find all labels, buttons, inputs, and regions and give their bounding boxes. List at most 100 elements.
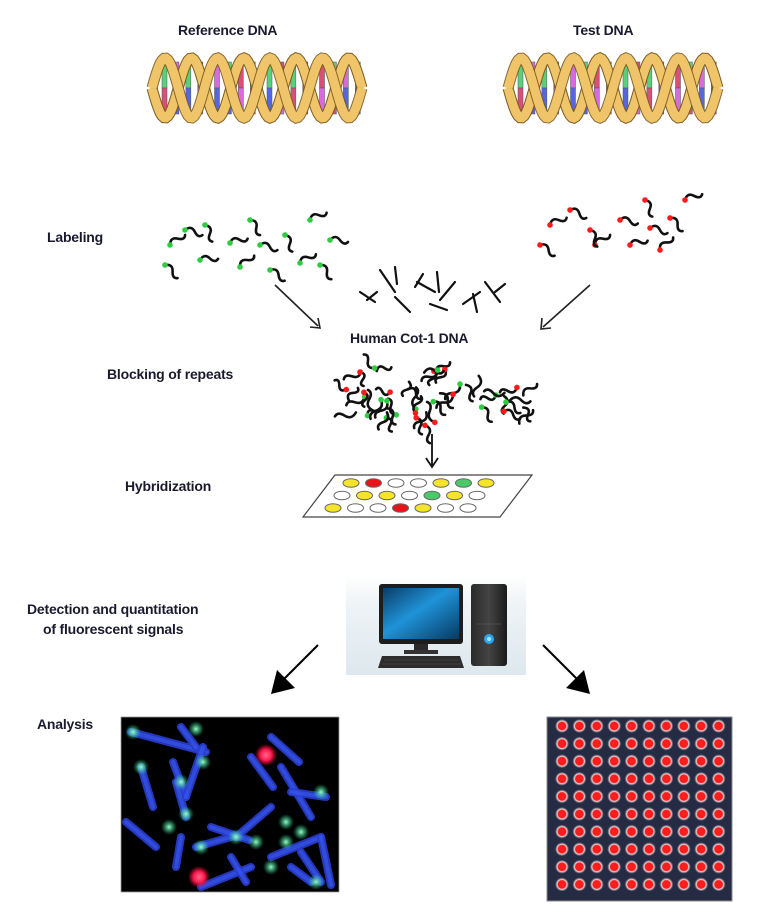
chromosome-core xyxy=(124,820,158,849)
dna-fragment xyxy=(482,388,506,398)
microarray-spot xyxy=(572,754,587,769)
dna-fragment xyxy=(346,386,360,402)
helix-backbone xyxy=(503,53,723,123)
cot1-fragment xyxy=(393,295,412,314)
fluorescent-label xyxy=(267,267,273,273)
array-spot-white xyxy=(333,490,351,501)
dna-fragment xyxy=(227,236,249,246)
fluorescent-label xyxy=(378,396,384,403)
cot1-fragment xyxy=(365,290,379,302)
green-signal xyxy=(248,834,264,850)
fragment-strand xyxy=(434,368,448,384)
fragment-strand xyxy=(479,393,498,402)
dna-fragment xyxy=(307,211,328,223)
microarray-spot xyxy=(572,771,587,786)
microarray-spot xyxy=(694,859,709,874)
fragment-strand xyxy=(407,386,423,401)
dna-fragment xyxy=(537,242,556,258)
fragment-strand xyxy=(198,254,220,263)
fragment-strand xyxy=(431,400,447,417)
fluorescent-label xyxy=(501,408,507,415)
fluorescent-label xyxy=(384,398,390,404)
fragment-strand xyxy=(471,374,483,398)
fragment-strand xyxy=(376,411,390,431)
arrow-to-analysis-image xyxy=(271,644,319,694)
microarray-spot xyxy=(607,807,622,821)
fragment-strand xyxy=(268,268,286,283)
blocking-step-label: Blocking of repeats xyxy=(107,366,234,382)
fragment-strand xyxy=(464,383,474,403)
fluorescent-label xyxy=(361,389,367,396)
microarray-spot xyxy=(659,807,674,821)
microarray-spot xyxy=(555,736,569,751)
fragment-strand xyxy=(328,235,350,245)
microarray-spot xyxy=(659,789,674,804)
microarray-spot xyxy=(624,824,639,839)
dna-fragment xyxy=(478,404,493,424)
dna-fragment xyxy=(430,398,447,417)
microarray-spot xyxy=(607,859,622,874)
microarray-spot xyxy=(676,859,691,874)
fragment-strand xyxy=(425,400,437,424)
microarray-spot xyxy=(589,842,604,857)
fluorescent-label xyxy=(343,386,350,393)
dna-fragment xyxy=(498,384,520,394)
dna-fragment xyxy=(503,399,522,415)
fluorescent-label xyxy=(357,369,363,375)
dna-fragment xyxy=(471,374,483,398)
fluorescent-label xyxy=(430,398,437,405)
dna-fragment xyxy=(386,407,397,426)
fluorescent-label xyxy=(317,262,323,268)
microarray-spot xyxy=(676,789,691,804)
dna-fragment xyxy=(627,238,649,248)
dna-fragment xyxy=(517,408,535,425)
microarray-spot xyxy=(555,719,569,733)
hybridization-step-label: Hybridization xyxy=(125,478,212,494)
microarray-spot xyxy=(624,771,639,786)
microarray-spot xyxy=(589,877,604,892)
dna-fragment xyxy=(587,227,599,248)
cot1-fragment xyxy=(358,290,377,304)
microarray-spot xyxy=(589,736,604,751)
fragment-strand xyxy=(502,408,522,421)
fluorescent-label xyxy=(667,215,673,221)
microarray-spot xyxy=(572,842,587,857)
dna-fragment xyxy=(667,215,684,233)
fragment-strand xyxy=(438,391,455,410)
fluorescent-label xyxy=(393,412,399,418)
chromosome-core xyxy=(174,835,183,869)
test-labeled-fragments xyxy=(537,192,704,258)
green-signal xyxy=(178,806,194,822)
fluorescent-label xyxy=(227,240,233,246)
reference-labeled-fragments xyxy=(162,211,350,283)
dna-fragment xyxy=(657,236,675,253)
fluorescent-label xyxy=(450,391,456,398)
microarray-spot xyxy=(694,754,709,769)
cot1-fragment xyxy=(438,280,457,302)
green-signal xyxy=(173,774,189,790)
dna-fragment xyxy=(362,353,378,371)
microarray-spot xyxy=(694,719,709,733)
dna-fragment xyxy=(407,386,423,401)
dna-fragment xyxy=(508,396,532,405)
microarray-spot xyxy=(694,736,709,751)
array-spot-red xyxy=(392,503,409,513)
green-signal xyxy=(133,759,149,775)
fragment-strand xyxy=(238,254,256,269)
green-signal xyxy=(125,724,141,740)
fluorescent-label xyxy=(682,197,688,203)
helix-backbone xyxy=(147,53,367,123)
microarray-spot xyxy=(572,789,587,804)
microarray-spot xyxy=(676,771,691,786)
dna-fragment xyxy=(202,222,214,243)
fragment-strand xyxy=(521,406,532,423)
microarray-spot xyxy=(711,807,726,821)
dna-fragment xyxy=(479,392,499,402)
fluorescent-label xyxy=(413,415,419,421)
chromosome-core xyxy=(269,735,301,764)
fragment-strand xyxy=(333,378,348,392)
fluorescent-label xyxy=(167,242,173,248)
fluorescent-label xyxy=(422,422,428,429)
dna-fragment xyxy=(425,400,438,426)
fluorescent-label xyxy=(257,242,263,248)
